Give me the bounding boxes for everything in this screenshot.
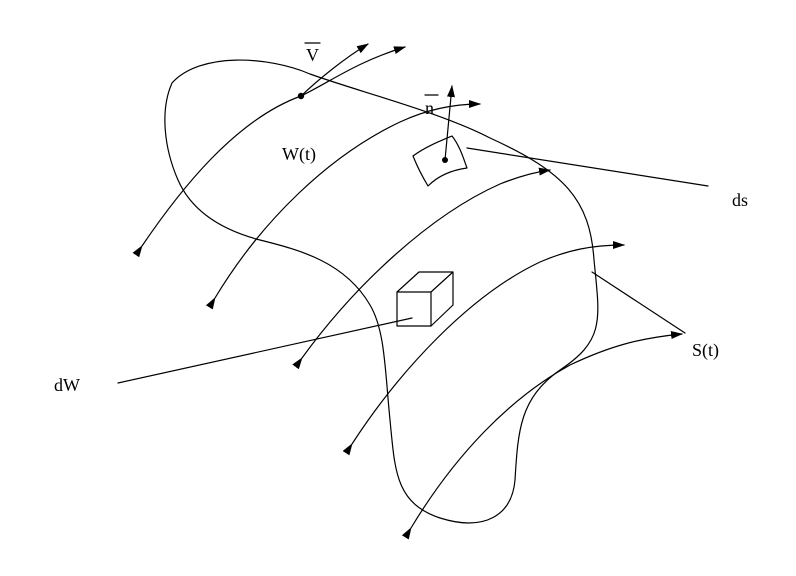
dw-leader-line	[117, 317, 413, 384]
streamline	[205, 100, 481, 310]
velocity-label: V	[306, 45, 319, 65]
surface-element	[412, 85, 709, 187]
normal-label: n	[425, 98, 434, 118]
volume-label: W(t)	[282, 144, 316, 165]
streamline	[300, 43, 369, 97]
volume-element-cube	[117, 271, 454, 384]
streamline	[292, 167, 551, 370]
normal-vector-arrow	[444, 85, 455, 161]
dw-label: dW	[54, 375, 80, 395]
streamlines	[132, 43, 683, 540]
control-volume-boundary	[164, 59, 599, 524]
streamline	[342, 241, 625, 456]
ds-label: ds	[732, 190, 748, 210]
velocity-point	[297, 92, 305, 100]
surface-leader-line	[591, 271, 686, 334]
ds-leader-line	[466, 147, 709, 187]
surface-label: S(t)	[692, 340, 719, 361]
streamline	[132, 46, 406, 258]
streamline	[401, 331, 683, 540]
